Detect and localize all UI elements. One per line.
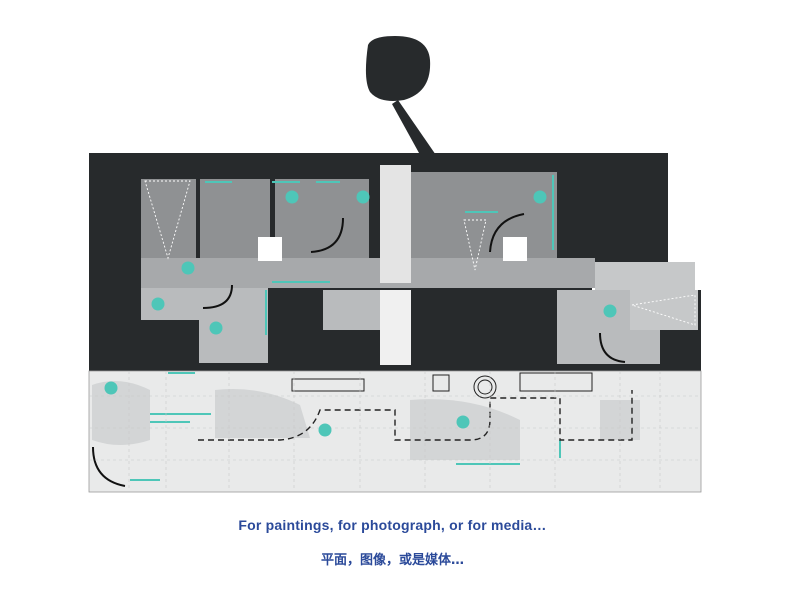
- room-h: [323, 290, 380, 330]
- floor-plan-diagram: [88, 36, 702, 493]
- grid-lines: [89, 371, 701, 492]
- room-right: [630, 290, 698, 330]
- balloon-string: [392, 100, 438, 162]
- room-f: [199, 283, 268, 363]
- ground-floor-shapes: [92, 381, 640, 460]
- room-c: [275, 179, 369, 258]
- teal-dot-marker: [104, 381, 118, 395]
- exterior-void: [592, 153, 701, 290]
- teal-dot-marker: [456, 415, 470, 429]
- balloon-shape: [365, 36, 431, 101]
- teal-dot-marker: [318, 423, 332, 437]
- room-a: [141, 179, 196, 258]
- display-counters: [291, 372, 593, 392]
- teal-dot-marker: [603, 304, 617, 318]
- stair-zone-lower: [380, 290, 411, 365]
- room-d: [411, 172, 557, 262]
- walkway-route: [198, 390, 633, 441]
- caption-english: For paintings, for photograph, or for me…: [238, 517, 547, 533]
- teal-dot-marker: [533, 190, 547, 204]
- teal-dot-marker: [181, 261, 195, 275]
- caption-chinese: 平面，图像，或是媒体…: [320, 553, 464, 568]
- curved-walls: [92, 213, 626, 487]
- projector-icon: [144, 180, 696, 326]
- teal-dot-marker: [285, 190, 299, 204]
- stair-zone: [380, 165, 411, 283]
- plinth-icon: [503, 237, 527, 261]
- corridor-main: [141, 258, 595, 288]
- teal-dot-marker: [209, 321, 223, 335]
- teal-dot-marker: [151, 297, 165, 311]
- plinth-icon: [258, 237, 282, 261]
- teal-dot-marker: [356, 190, 370, 204]
- teal-dot-markers: [104, 190, 617, 437]
- corridor-right: [595, 262, 695, 290]
- pond-icon: [473, 375, 497, 399]
